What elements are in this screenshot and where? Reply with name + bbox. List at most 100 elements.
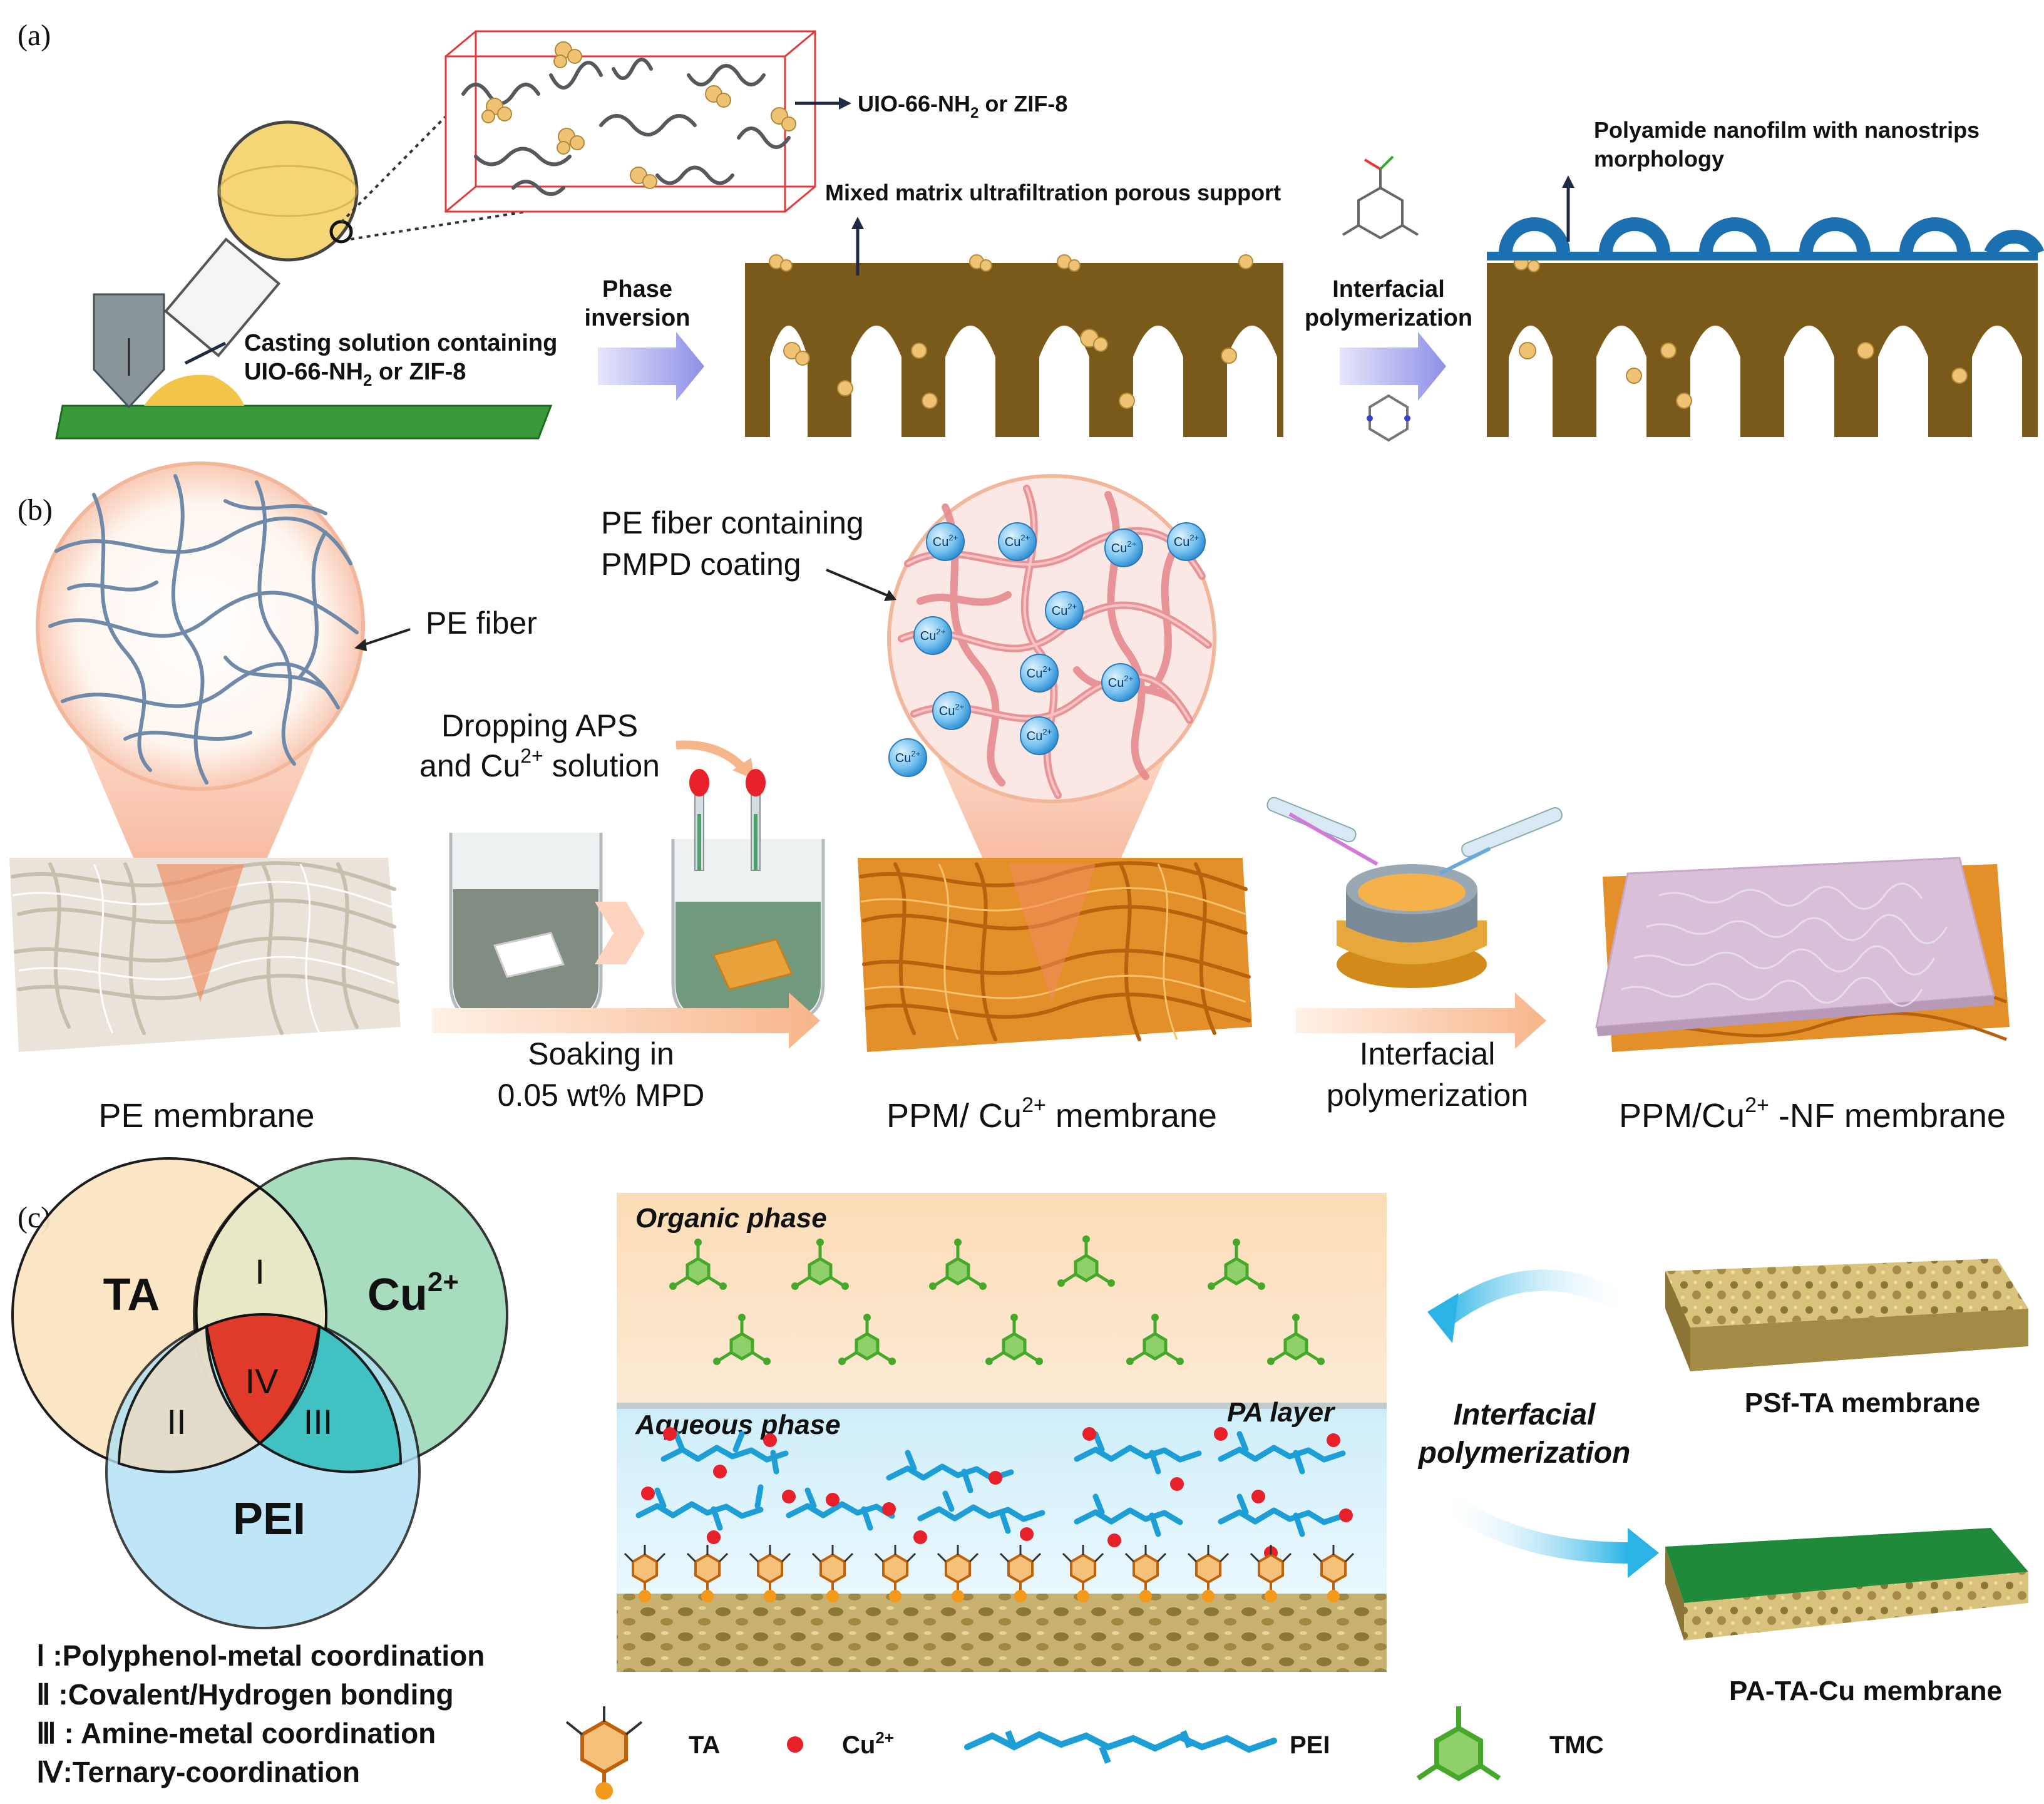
key-ta-label: TA [689, 1731, 720, 1759]
panel-c: (c) TA Cu2+ PEI I II III IV Ⅰ :Polypheno… [11, 1157, 2028, 1800]
ip-c-arrow-up [1433, 1269, 1640, 1330]
venn-diagram [11, 1157, 508, 1629]
svg-text:Cu2+: Cu2+ [1111, 539, 1136, 555]
pmpd-label-line1: PE fiber containing [601, 505, 864, 540]
pe-fiber-label: PE fiber [426, 606, 537, 641]
pe-fiber-network [48, 474, 359, 785]
flask-icon [163, 120, 359, 358]
casting-setup [55, 293, 553, 440]
ta-molecule-icon [1187, 1545, 1230, 1602]
porous-support-2 [1487, 217, 2044, 437]
casting-plate [55, 405, 553, 440]
reaction-box [617, 1193, 1387, 1672]
panel-a-label: (a) [18, 19, 51, 52]
cu-ion-icon: Cu2+ [913, 616, 952, 655]
beaker-1 [449, 833, 603, 1023]
ta-molecule-icon [874, 1545, 917, 1602]
psf-ta-label: PSf-TA membrane [1745, 1388, 1981, 1418]
legend-item-3: Ⅲ : Amine-metal coordination [36, 1717, 436, 1750]
tmc-molecule-icon [791, 1239, 849, 1290]
zoom-box [444, 30, 816, 213]
nanofilm-base [1487, 252, 2038, 260]
ip-c-line2: polymerization [1417, 1436, 1631, 1470]
tmc-molecule-icon [1057, 1235, 1115, 1287]
ppm-membrane-mat [858, 858, 1252, 1052]
pmpd-pointer [826, 569, 890, 597]
venn-region-2: II [167, 1402, 186, 1441]
tmc-molecules [669, 1235, 1325, 1365]
pe-fiber-pointer [362, 628, 411, 646]
panel-a: (a) [18, 19, 2044, 442]
cu-ion-icon: Cu2+ [932, 691, 971, 730]
nanofilm-label-line2: morphology [1594, 146, 1724, 172]
venn-region-4: IV [245, 1361, 279, 1401]
cu-ion-icon: Cu2+ [1020, 654, 1059, 693]
tmc-molecule-icon [1126, 1314, 1184, 1365]
svg-text:Cu2+: Cu2+ [1027, 727, 1052, 743]
tmc-molecule-icon [1208, 1239, 1265, 1290]
cu-ion-icon: Cu2+ [1104, 528, 1143, 567]
casting-label-line2: UIO-66-NH2 or ZIF-8 [244, 359, 466, 389]
dropping-label-line1: Dropping APS [441, 708, 638, 743]
phase-inversion-arrow [598, 332, 704, 401]
key-tmc-icon [1416, 1706, 1501, 1781]
ta-molecule-icon [624, 1545, 666, 1602]
pa-ta-cu-membrane [1665, 1528, 2028, 1641]
svg-text:Cu2+: Cu2+ [920, 627, 945, 643]
pe-membrane-label: PE membrane [98, 1097, 314, 1135]
ta-molecule-icon [1124, 1545, 1167, 1602]
ta-molecule-icon [686, 1545, 729, 1602]
support-label: Mixed matrix ultrafiltration porous supp… [825, 180, 1281, 205]
svg-text:Cu2+: Cu2+ [895, 749, 920, 765]
nanostrips [1499, 217, 2044, 256]
cu-ion-icon: Cu2+ [888, 738, 927, 777]
pa-ta-cu-label: PA-TA-Cu membrane [1729, 1676, 2002, 1706]
cu-ion-icon: Cu2+ [1101, 663, 1140, 702]
beaker-2 [671, 839, 825, 1023]
ta-molecule-icon [937, 1545, 979, 1602]
key-cu-dot [787, 1736, 803, 1753]
casting-solution-puddle [144, 374, 244, 406]
soaking-label-line2: 0.05 wt% MPD [498, 1078, 705, 1113]
cu-ion-icon: Cu2+ [1045, 591, 1084, 630]
phase-inversion-line2: inversion [585, 305, 691, 331]
tmc-molecule-icon [713, 1314, 771, 1365]
ta-molecule-icon [811, 1545, 854, 1602]
zoom-line-bottom [350, 210, 526, 240]
ip-a-line2: polymerization [1305, 305, 1472, 331]
cu-ion-icon: Cu2+ [1167, 522, 1206, 561]
ta-molecule-icon [1062, 1545, 1104, 1602]
beaker-step-chevron [595, 902, 645, 964]
particle-label: UIO-66-NH2 or ZIF-8 [858, 91, 1067, 121]
key-tmc-label: TMC [1549, 1731, 1604, 1759]
casting-pointer [184, 341, 227, 365]
tmc-molecule-icon [985, 1314, 1043, 1365]
key-pei-label: PEI [1290, 1731, 1330, 1759]
svg-text:Cu2+: Cu2+ [933, 533, 958, 549]
key-ta-icon [565, 1706, 643, 1800]
venn-label-cu: Cu2+ [367, 1267, 459, 1320]
substrate-layer [617, 1594, 1387, 1672]
ip-b-line2: polymerization [1327, 1078, 1528, 1113]
legend-item-2: Ⅱ :Covalent/Hydrogen bonding [36, 1678, 454, 1711]
ta-molecule-icon [1250, 1545, 1292, 1602]
cu-ions: Cu2+ Cu2+ Cu2+ Cu2+ Cu2+ Cu2+ Cu2+ Cu2+ Cu2+ Cu2+… [888, 522, 1206, 777]
svg-text:Cu2+: Cu2+ [1027, 664, 1052, 681]
venn-label-ta: TA [103, 1270, 160, 1320]
svg-text:Cu2+: Cu2+ [1052, 602, 1077, 618]
ip-a-line1: Interfacial [1332, 276, 1445, 302]
organic-phase-label: Organic phase [635, 1203, 827, 1234]
dropping-arrow [675, 740, 749, 773]
ta-molecules-row [624, 1545, 1355, 1602]
cu-ion-icon: Cu2+ [926, 522, 965, 561]
ip-b-arrow [1296, 992, 1546, 1049]
nanofilm-label-line1: Polyamide nanofilm with nanostrips [1594, 117, 1980, 143]
pa-layer-label: PA layer [1227, 1397, 1336, 1428]
ip-a-arrow [1340, 332, 1446, 401]
ppm-membrane-label: PPM/ Cu2+ membrane [886, 1093, 1217, 1135]
key-pei-chain [964, 1731, 1277, 1753]
polymer-chains [461, 58, 791, 196]
soaking-label-line1: Soaking in [528, 1036, 674, 1071]
panel-b-label: (b) [18, 493, 53, 527]
